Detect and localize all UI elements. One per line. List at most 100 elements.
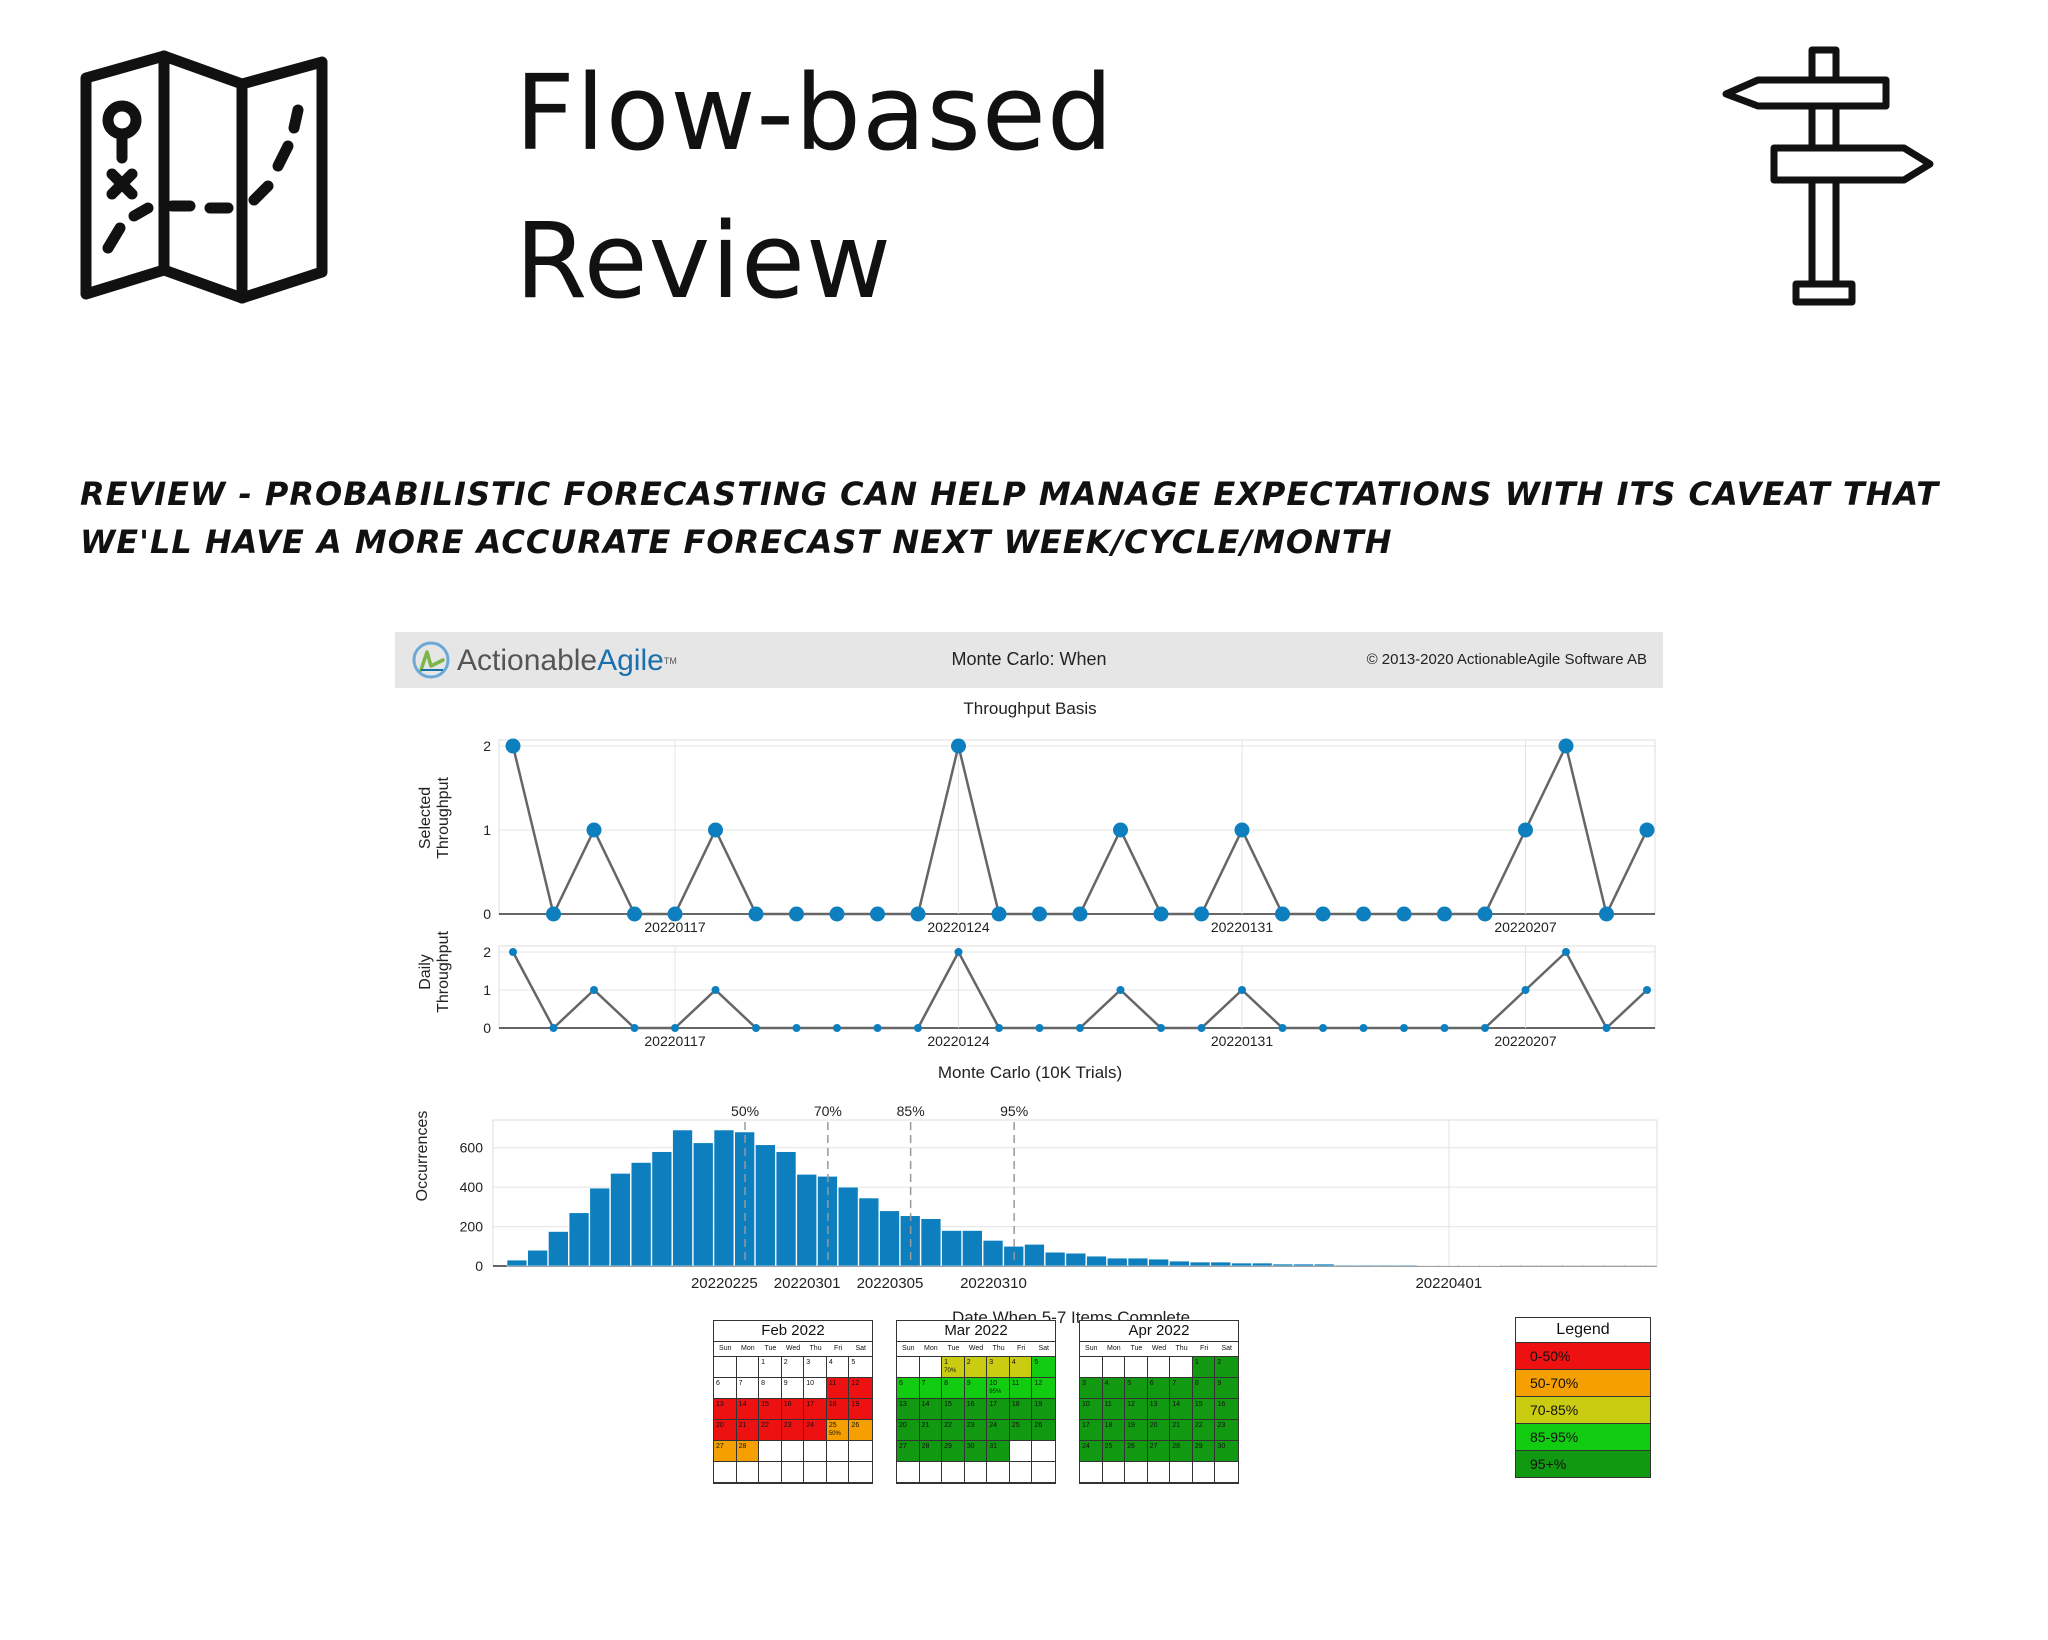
calendar-day: 2 (964, 1357, 988, 1378)
percentile-label: 70% (814, 1103, 842, 1119)
calendar-day (736, 1357, 760, 1378)
calendar-weekday: Thu (987, 1342, 1010, 1357)
histogram-bar (775, 1151, 797, 1267)
calendar-day (1080, 1462, 1103, 1483)
calendar-weekday: Mon (1102, 1342, 1126, 1357)
calendar-day: 25 (1009, 1420, 1033, 1441)
calendar-day: 26 (1032, 1420, 1055, 1441)
histogram-bar (755, 1144, 776, 1267)
histogram-bar (610, 1173, 631, 1267)
x-tick-label: 20220131 (1211, 1033, 1274, 1049)
brand-name: ActionableAgileTM (457, 644, 677, 678)
calendar-day: 4 (1102, 1378, 1126, 1399)
calendar-day: 12 (1032, 1378, 1055, 1399)
data-point (1437, 906, 1452, 922)
calendar-day (781, 1441, 805, 1462)
histogram-bar (941, 1230, 962, 1267)
calendar-day: 5 (849, 1357, 872, 1378)
data-point (748, 906, 764, 922)
x-tick-label: 20220225 (691, 1275, 758, 1292)
histogram-bar (1251, 1262, 1273, 1267)
calendar-day (897, 1462, 920, 1483)
data-point (549, 1024, 558, 1032)
histogram-bar (1065, 1252, 1087, 1267)
calendar-day: 8 (759, 1378, 782, 1399)
data-point (509, 948, 517, 956)
calendar-weekday: Fri (1192, 1342, 1216, 1357)
data-point (1153, 906, 1169, 922)
y-tick-label: 0 (483, 1020, 491, 1036)
percentile-label: 95% (1000, 1103, 1028, 1119)
data-point (1275, 906, 1290, 922)
histogram-bar (1086, 1255, 1107, 1267)
calendar-weekday: Sat (1215, 1342, 1238, 1357)
calendar-day: 27 (897, 1441, 920, 1462)
calendar-day: 14 (1170, 1399, 1193, 1420)
calendar-day: 24 (1080, 1441, 1103, 1462)
calendar-day: 2 (1215, 1357, 1238, 1378)
calendar-day (1009, 1441, 1033, 1462)
calendar-day: 21 (736, 1420, 760, 1441)
histogram-bar (1293, 1263, 1314, 1267)
calendar-day: 20 (714, 1420, 737, 1441)
histogram-bar (796, 1174, 817, 1267)
calendar-day (1032, 1441, 1055, 1462)
histogram-bar (1231, 1262, 1252, 1267)
calendar-day: 11 (1102, 1399, 1126, 1420)
x-tick-label: 20220124 (927, 919, 990, 935)
x-tick-label: 20220301 (774, 1275, 841, 1292)
calendar-title: Mar 2022 (897, 1321, 1055, 1342)
calendar-weekday: Fri (1009, 1342, 1033, 1357)
x-tick-label: 20220401 (1415, 1275, 1482, 1292)
calendar-day (1170, 1462, 1193, 1483)
charts-svg: Throughput Basis Selected Throughput 012… (414, 699, 1665, 1327)
data-point (627, 906, 642, 922)
calendar-day: 7 (1170, 1378, 1193, 1399)
calendar-day (1125, 1462, 1148, 1483)
data-point (792, 1024, 801, 1032)
data-point (1319, 1024, 1327, 1032)
legend-item: 85-95% (1516, 1424, 1650, 1451)
calendar-day: 18 (826, 1399, 850, 1420)
calendar-weekday: Tue (1125, 1342, 1148, 1357)
histogram-bar (1417, 1265, 1438, 1267)
monte-carlo-title: Monte Carlo (10K Trials) (938, 1063, 1122, 1082)
calendar-day: 13 (897, 1399, 920, 1420)
calendar-day (1080, 1357, 1103, 1378)
calendar-day (804, 1441, 827, 1462)
calendar-weekday: Thu (804, 1342, 827, 1357)
calendar-day: 28 (736, 1441, 760, 1462)
histogram-bar (879, 1210, 900, 1267)
calendar-percentile: 95% (989, 1389, 1002, 1395)
y-tick-label: 0 (475, 1258, 483, 1274)
data-point (1194, 906, 1209, 922)
calendar-day: 21 (1170, 1420, 1193, 1441)
calendar-day (1192, 1462, 1216, 1483)
calendar-title: Feb 2022 (714, 1321, 872, 1342)
data-point (1602, 1024, 1611, 1032)
calendar-day: 7 (736, 1378, 760, 1399)
legend-title: Legend (1516, 1318, 1650, 1343)
histogram-bar (1148, 1258, 1169, 1267)
data-point (1356, 906, 1371, 922)
histogram-bar (920, 1218, 942, 1267)
data-point (630, 1024, 639, 1032)
legend-item: 95+% (1516, 1451, 1650, 1477)
calendar-day: 9 (1215, 1378, 1238, 1399)
calendar-day: 17 (1080, 1420, 1103, 1441)
x-tick-label: 20220117 (644, 919, 705, 935)
calendar-day: 29 (942, 1441, 965, 1462)
data-point (1315, 906, 1331, 922)
brand-name-accent: Agile (597, 644, 664, 677)
calendar-day: 5 (1125, 1378, 1148, 1399)
calendar-day (826, 1441, 850, 1462)
x-tick-label: 20220207 (1494, 1033, 1557, 1049)
calendar-day: 9 (964, 1378, 988, 1399)
x-tick-label: 20220305 (857, 1275, 924, 1292)
panel-header: ActionableAgileTM Monte Carlo: When © 20… (395, 632, 1663, 688)
data-point (505, 738, 521, 754)
calendar-legend: Legend 0-50%50-70%70-85%85-95%95+% (1515, 1317, 1651, 1478)
